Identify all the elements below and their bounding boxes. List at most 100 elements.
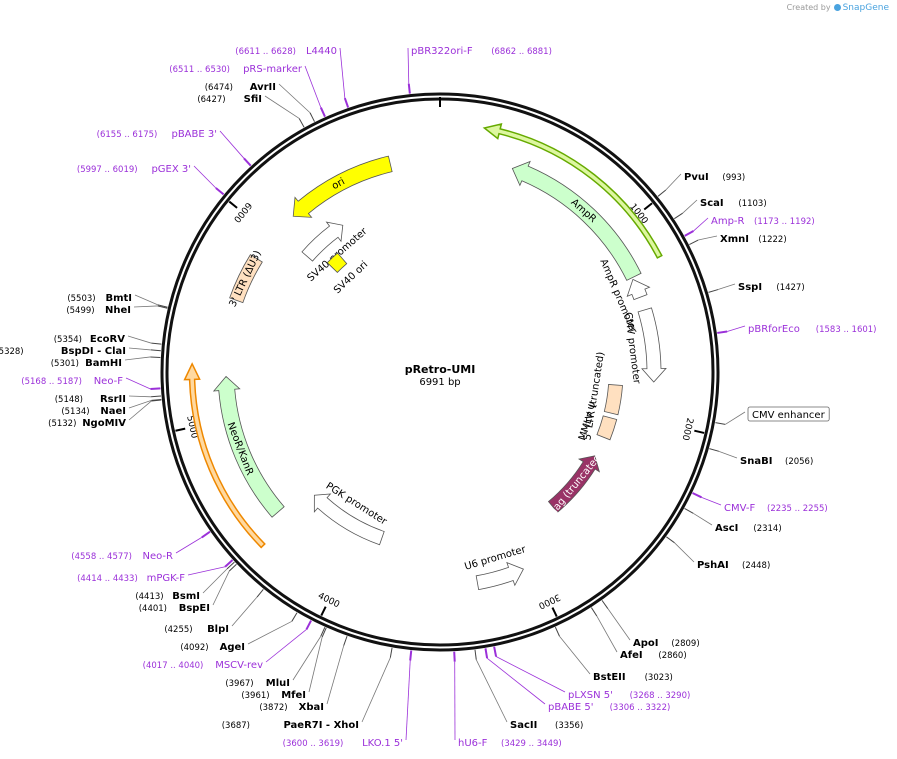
site-mark-xbai — [343, 635, 348, 646]
site-coord-lko-1-5: (3600 .. 3619) — [283, 739, 344, 749]
site-coord-amp-r: (1173 .. 1192) — [754, 217, 815, 227]
site-label-bmti: BmtI(5503) — [67, 293, 132, 304]
leader-line-sacii — [475, 659, 508, 723]
site-mark-bspei — [228, 563, 237, 572]
tick-3000 — [551, 607, 558, 617]
site-mark-bamhi — [150, 356, 161, 358]
site-label-paer7i-xhoi: PaeR7I - XhoI(3687) — [222, 720, 359, 731]
site-name-bsmi: BsmI — [172, 591, 200, 602]
tick-label-3000: 3000 — [536, 591, 561, 610]
site-mark-plxsn-5 — [493, 646, 498, 657]
site-coord-l4440: (6611 .. 6628) — [235, 47, 296, 57]
site-name-hu6-f: hU6-F — [458, 738, 488, 749]
site-coord-bsmi: (4413) — [135, 592, 163, 602]
site-name-pbr322ori-f: pBR322ori-F — [411, 46, 473, 57]
site-name-mpgk-f: mPGK-F — [147, 573, 186, 584]
site-coord-neo-f: (5168 .. 5187) — [21, 377, 82, 387]
leader-line-pvui — [665, 173, 682, 191]
feature-ori — [292, 155, 393, 218]
site-mark-nhei — [157, 305, 168, 309]
leader-line-cmv-f — [701, 496, 722, 506]
credit-brand: SnapGene — [842, 3, 889, 13]
site-coord-mfei: (3961) — [241, 691, 269, 701]
feature-pgk-promoter — [313, 493, 385, 546]
tick-label-2000: 2000 — [680, 417, 695, 442]
site-label-bspdi-clai: BspDI - ClaI(5328) — [0, 346, 126, 357]
site-name-sacii: SacII — [510, 720, 537, 731]
leader-line-pbabe-3 — [219, 130, 245, 159]
leader-line-apoi — [607, 608, 631, 641]
leader-line-prs-marker — [304, 65, 322, 108]
feature-gag-truncated — [547, 455, 601, 513]
leader-line-amp-r — [693, 217, 709, 232]
site-label-hu6-f: hU6-F (3429 .. 3449) — [458, 738, 562, 749]
feature-label-cmv-promoter: CMV promoter — [622, 312, 642, 386]
site-coord-nhei: (5499) — [66, 306, 94, 316]
leader-line-neo-r — [175, 537, 202, 554]
site-name-bamhi: BamHI — [85, 358, 122, 369]
site-mark-afei — [590, 607, 598, 617]
site-name-nhei: NheI — [105, 305, 131, 316]
site-name-sspi: SspI — [738, 282, 762, 293]
orf-arcs — [183, 122, 663, 549]
site-mark-prs-marker — [319, 107, 326, 118]
site-name-prs-marker: pRS-marker — [243, 64, 303, 75]
tick-2000 — [694, 429, 705, 434]
site-coord-pvui: (993) — [722, 173, 745, 183]
leader-line-bspdi-clai — [128, 347, 151, 351]
site-mark-pbabe-3 — [243, 157, 252, 167]
leader-line-bsmi — [202, 568, 228, 594]
site-name-neo-r: Neo-R — [143, 551, 174, 562]
site-mark-pbabe-5 — [484, 648, 489, 659]
site-mark-asci — [684, 507, 694, 514]
site-mark-xmni — [689, 239, 699, 246]
site-coord-hu6-f: (3429 .. 3449) — [501, 739, 562, 749]
site-label-asci: AscI(2314) — [715, 523, 782, 534]
leader-line-mpgk-f — [187, 566, 226, 576]
site-name-naei: NaeI — [100, 406, 126, 417]
site-name-xbai: XbaI — [299, 702, 324, 713]
site-mark-naei — [151, 398, 162, 401]
site-mark-bsteii — [554, 626, 560, 637]
site-label-plxsn-5: pLXSN 5'(3268 .. 3290) — [568, 690, 690, 701]
site-mark-paer7i-xhoi — [389, 647, 393, 658]
site-mark-ngomiv — [151, 399, 162, 402]
site-mark-snabi — [709, 448, 720, 452]
leader-line-pgex-3 — [193, 165, 217, 189]
site-label-avrii: AvrII(6474) — [205, 82, 276, 93]
site-mark-l4440 — [343, 97, 350, 108]
plasmid-length: 6991 bp — [419, 377, 460, 388]
site-name-bspdi-clai: BspDI - ClaI — [61, 346, 126, 357]
site-label-agei: AgeI(4092) — [180, 642, 245, 653]
feature-mmlv — [596, 415, 618, 441]
site-mark-apoi — [601, 600, 609, 609]
site-name-rsrii: RsrII — [100, 394, 126, 405]
feature-neor-kanr — [212, 375, 285, 518]
leader-line-sfii — [264, 95, 300, 119]
site-mark-amp-r — [684, 230, 694, 237]
site-coord-cmv-f: (2235 .. 2255) — [767, 504, 828, 514]
site-mark-hu6-f — [453, 651, 456, 662]
site-mark-pbr322ori-f — [407, 83, 411, 94]
site-mark-cmv-f — [692, 492, 702, 499]
site-label-pbr322ori-f: pBR322ori-F(6862 .. 6881) — [411, 46, 552, 57]
site-coord-sacii: (3356) — [555, 721, 583, 731]
site-name-asci: AscI — [715, 523, 738, 534]
site-mark-ecorv — [151, 342, 162, 345]
site-name-pgex-3: pGEX 3' — [151, 164, 191, 175]
leader-line-scai — [682, 199, 698, 214]
site-mark-bsmi — [226, 561, 235, 570]
site-label-pbabe-3: pBABE 3'(6155 .. 6175) — [97, 129, 217, 140]
leader-line-mlui — [292, 636, 322, 681]
site-coord-sfii: (6427) — [197, 95, 225, 105]
site-label-blpi: BlpI(4255) — [164, 624, 229, 635]
leader-line-pshai — [674, 542, 695, 563]
site-label-l4440: L4440(6611 .. 6628) — [235, 46, 337, 57]
leader-line-lko-1-5 — [405, 660, 411, 741]
site-name-pbabe-5: pBABE 5' — [548, 702, 594, 713]
site-label-sacii: SacII (3356) — [510, 720, 583, 731]
site-coord-ngomiv: (5132) — [48, 419, 76, 429]
leader-line-ecorv — [127, 335, 152, 344]
leader-line-snabi — [718, 450, 738, 459]
